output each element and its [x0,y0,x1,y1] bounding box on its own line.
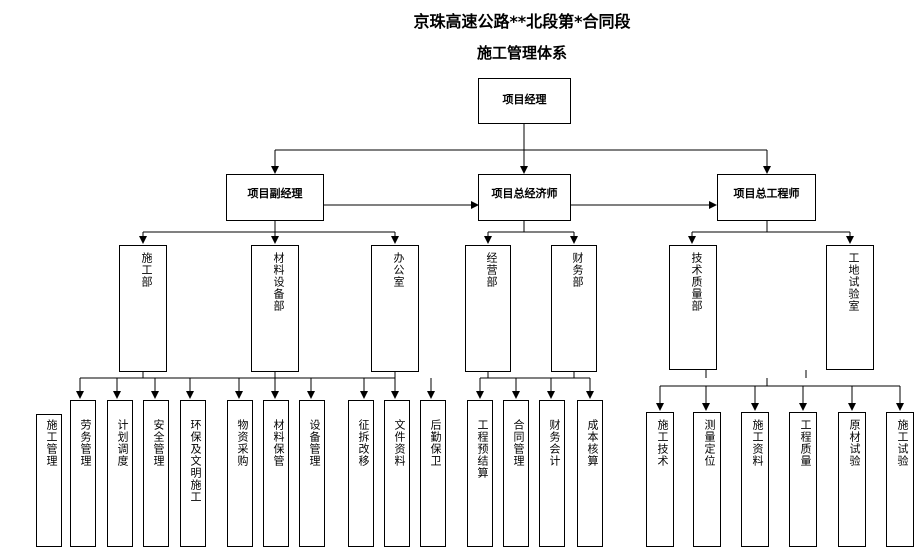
unit-label: 工程质量 [799,419,812,467]
unit-labor-management: 劳务管理 [70,400,96,547]
project-manager-label: 项目经理 [502,93,547,106]
chief-economist-box: 项目总经济师 [478,174,571,221]
unit-label: 计划调度 [116,419,129,467]
technical-quality-dept-label: 技术质量部 [690,252,703,312]
unit-construction-technology: 施工技术 [646,412,674,547]
unit-label: 后勤保卫 [429,419,442,467]
unit-engineering-quality: 工程质量 [789,412,817,547]
unit-equipment-management: 设备管理 [299,400,325,547]
unit-planning-dispatch: 计划调度 [107,400,133,547]
unit-label: 财务会计 [548,419,561,467]
unit-land-relocation: 征拆改移 [348,400,374,547]
unit-material-storage: 材料保管 [263,400,289,547]
unit-label: 劳务管理 [79,419,92,467]
deputy-manager-label: 项目副经理 [247,187,303,200]
unit-construction-testing: 施工试验 [886,412,914,547]
unit-raw-material-testing: 原材试验 [838,412,866,547]
unit-cost-accounting: 成本核算 [577,400,603,547]
operations-dept-label: 经营部 [485,252,498,288]
chief-engineer-box: 项目总工程师 [717,174,816,221]
unit-label: 原材试验 [848,419,861,467]
materials-equipment-dept-box: 材料设备部 [251,245,299,372]
construction-dept-label: 施工部 [140,252,153,288]
technical-quality-dept-box: 技术质量部 [669,245,717,370]
unit-label: 安全管理 [152,419,165,467]
unit-budget-settlement: 工程预结算 [467,400,493,547]
finance-dept-box: 财务部 [551,245,597,372]
operations-dept-box: 经营部 [465,245,511,372]
unit-logistics-security: 后勤保卫 [420,400,446,547]
project-manager-box: 项目经理 [478,78,571,124]
unit-safety-management: 安全管理 [143,400,169,547]
unit-documents: 文件资料 [384,400,410,547]
chief-engineer-label: 项目总工程师 [733,187,800,200]
unit-label: 征拆改移 [357,419,370,467]
unit-label: 文件资料 [393,419,406,467]
construction-dept-box: 施工部 [119,245,167,372]
unit-label: 合同管理 [512,419,525,467]
unit-label: 施工技术 [656,419,669,467]
chief-economist-label: 项目总经济师 [491,187,558,200]
finance-dept-label: 财务部 [571,252,584,288]
unit-label: 施工管理 [45,419,58,467]
unit-material-procurement: 物资采购 [227,400,253,547]
site-lab-box: 工地试验室 [826,245,874,370]
office-label: 办公室 [392,252,405,288]
unit-surveying-positioning: 测量定位 [693,412,721,547]
unit-label: 测量定位 [703,419,716,467]
chart-subtitle: 施工管理体系 [476,44,567,62]
unit-label: 材料保管 [272,419,285,467]
unit-construction-records: 施工资料 [741,412,769,547]
materials-equipment-dept-label: 材料设备部 [272,252,285,312]
unit-label: 环保及文明施工 [189,419,202,503]
unit-label: 施工资料 [751,419,764,467]
site-lab-label: 工地试验室 [847,252,860,312]
unit-environmental-civilized: 环保及文明施工 [180,400,206,547]
deputy-manager-box: 项目副经理 [226,174,324,221]
office-box: 办公室 [371,245,419,372]
unit-construction-management: 施工管理 [36,414,62,547]
chart-title: 京珠高速公路**北段第*合同段 [413,12,631,31]
unit-financial-accounting: 财务会计 [539,400,565,547]
unit-label: 施工试验 [896,419,909,467]
unit-label: 成本核算 [586,419,599,467]
unit-label: 工程预结算 [476,419,489,479]
unit-label: 物资采购 [236,419,249,467]
unit-label: 设备管理 [308,419,321,467]
unit-contract-management: 合同管理 [503,400,529,547]
